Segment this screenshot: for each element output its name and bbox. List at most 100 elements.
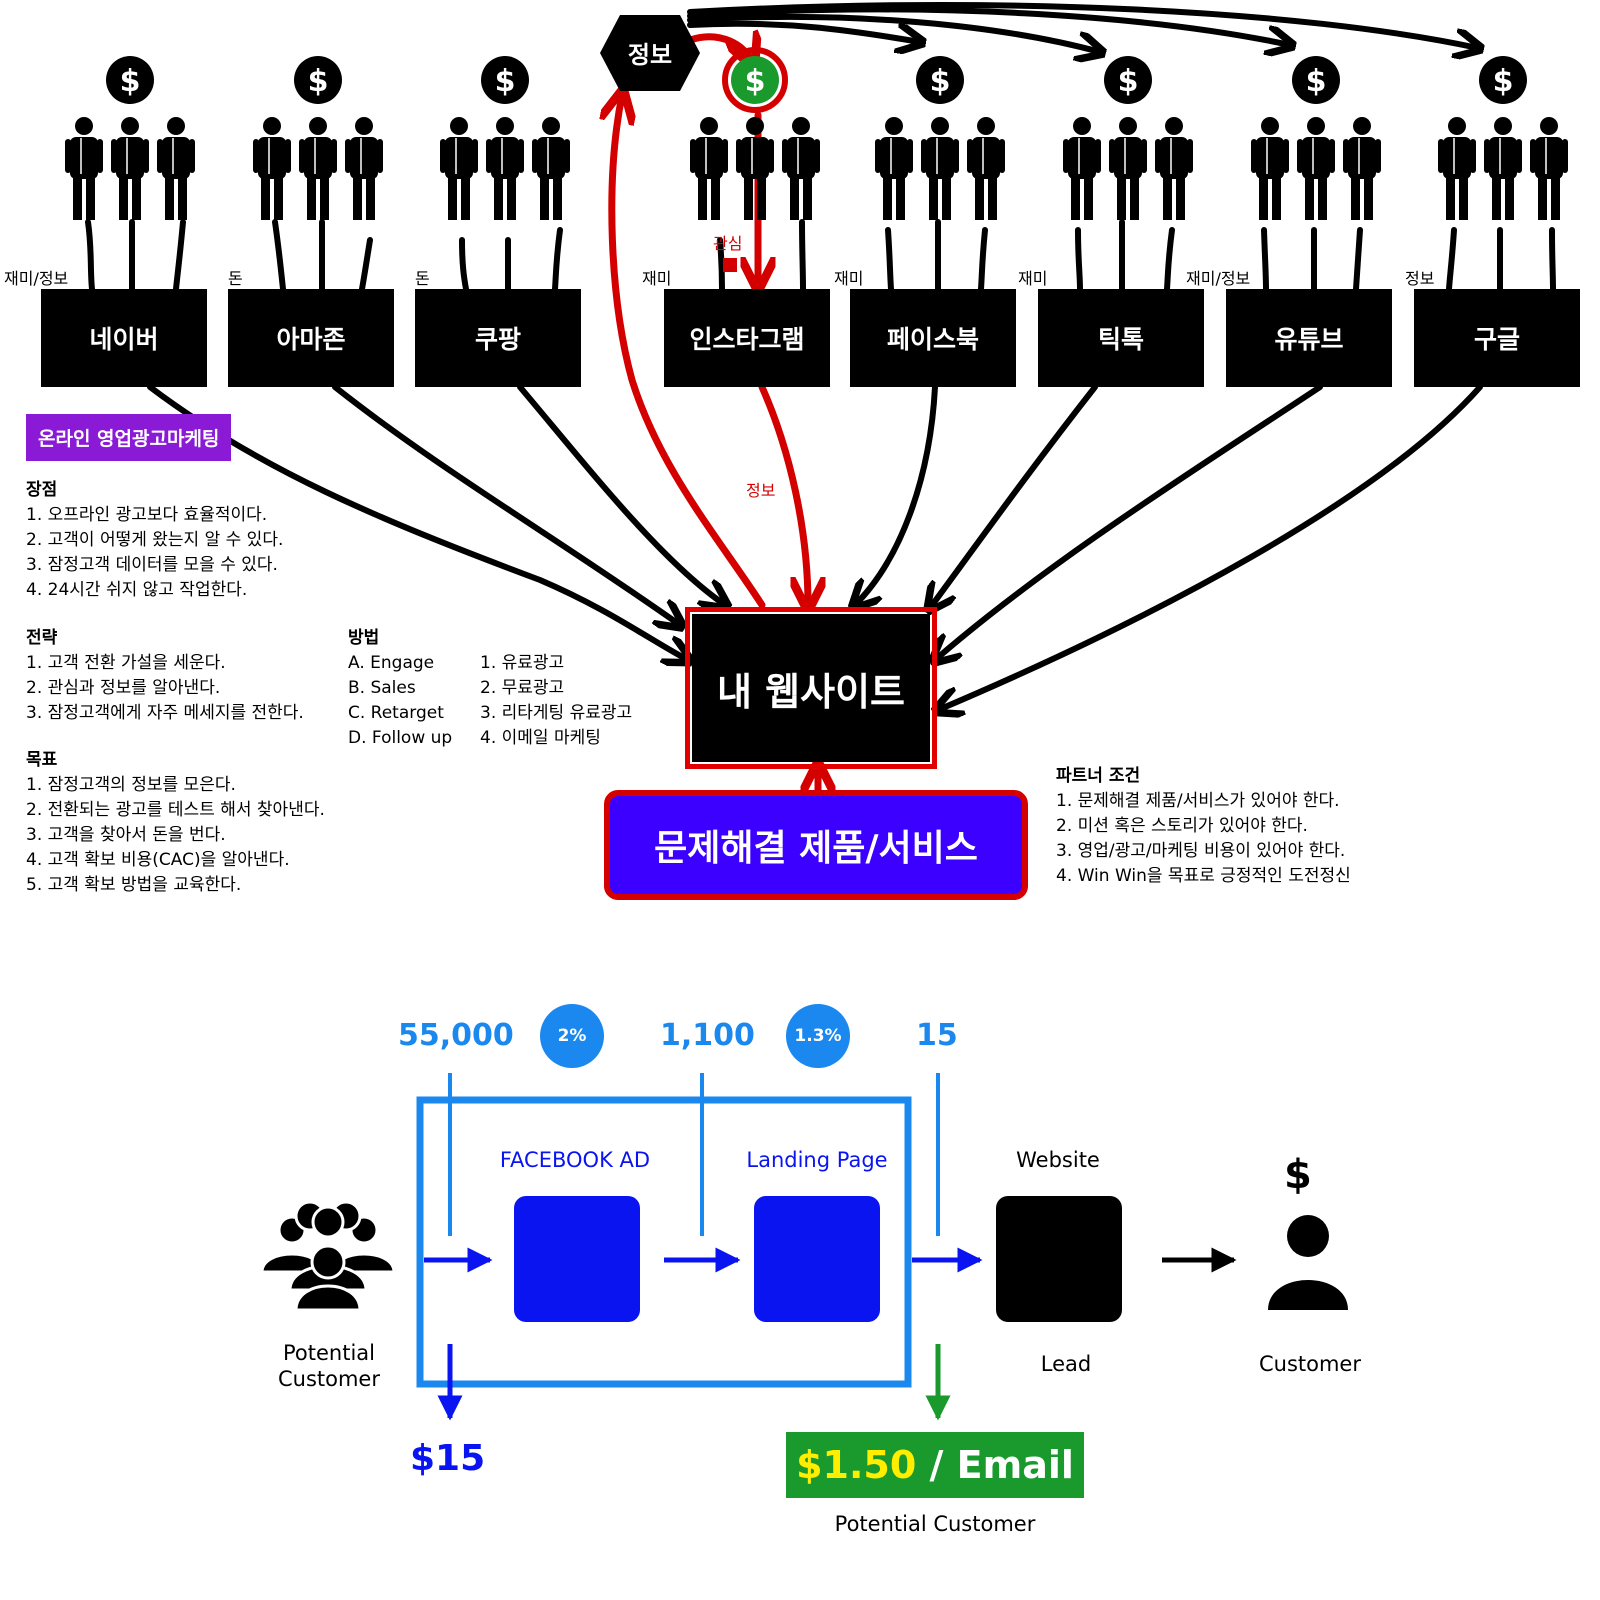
dollar-icon: $: [1292, 56, 1340, 104]
partner-item: 2. 미션 혹은 스토리가 있어야 한다.: [1056, 816, 1308, 836]
people-group-icon: [1250, 116, 1382, 221]
lead-label: Lead: [1040, 1352, 1092, 1376]
people-group-icon: [64, 116, 196, 221]
people-groups: [64, 116, 1569, 221]
dollar-symbol: $: [1493, 64, 1514, 99]
dollar-icon: $: [106, 56, 154, 104]
partner-item: 3. 영업/광고/마케팅 비용이 있어야 한다.: [1056, 841, 1346, 861]
pros-item: 4. 24시간 쉬지 않고 작업한다.: [26, 580, 248, 600]
connector-lines: [147, 384, 1483, 710]
goals-item: 1. 잠정고객의 정보를 모은다.: [26, 775, 236, 795]
platform-box: 네이버: [41, 289, 207, 387]
platform-box: 아마존: [228, 289, 394, 387]
method-step: C. Retarget: [348, 703, 444, 723]
mid-count: 1,100: [660, 1018, 755, 1053]
partner-section: 파트너 조건 1. 문제해결 제품/서비스가 있어야 한다. 2. 미션 혹은 …: [1056, 764, 1351, 889]
partner-item: 4. Win Win을 목표로 긍정적인 도전정신: [1056, 866, 1351, 886]
method-channel: 3. 리타게팅 유료광고: [480, 703, 633, 723]
dollar-symbol: $: [495, 64, 516, 99]
method-title: 방법: [348, 628, 380, 648]
landing-page-label: Landing Page: [746, 1148, 888, 1172]
dollar-icon: $: [916, 56, 964, 104]
goals-item: 4. 고객 확보 비용(CAC)을 알아낸다.: [26, 850, 290, 870]
platform-box: 페이스북: [850, 289, 1016, 387]
dollar-icon: $: [1284, 1152, 1312, 1198]
pros-title: 장점: [26, 480, 58, 500]
website-square: [996, 1196, 1122, 1322]
cost-per-email-box: $1.50 / Email: [786, 1432, 1084, 1498]
method-channels: 1. 유료광고 2. 무료광고 3. 리타게팅 유료광고 4. 이메일 마케팅: [480, 651, 632, 751]
email-subtitle: Potential Customer: [834, 1512, 1036, 1536]
website-label: Website: [1016, 1148, 1100, 1172]
dollar-symbol: $: [1306, 64, 1327, 99]
strategy-item: 2. 관심과 정보를 알아낸다.: [26, 678, 221, 698]
method-step: A. Engage: [348, 653, 435, 673]
method-section: 방법 A. Engage B. Sales C. Retarget D. Fol…: [348, 626, 452, 751]
strategy-title: 전략: [26, 628, 58, 648]
visitors-count: 55,000: [398, 1018, 514, 1053]
platform-category-label: 재미/정보: [1186, 269, 1251, 288]
method-channel: 4. 이메일 마케팅: [480, 728, 601, 748]
info-label: 정보: [746, 481, 776, 500]
platform-category-label: 재미: [642, 269, 672, 288]
pros-item: 1. 오프라인 광고보다 효율적이다.: [26, 505, 268, 525]
platform-box: 구글: [1414, 289, 1580, 387]
strategy-section: 전략 1. 고객 전환 가설을 세운다. 2. 관심과 정보를 알아낸다. 3.…: [26, 626, 304, 726]
method-channel: 2. 무료광고: [480, 678, 565, 698]
people-group-icon: [1062, 116, 1194, 221]
email-price: $1.50: [796, 1443, 917, 1487]
platform-box: 인스타그램: [664, 289, 830, 387]
cost-label: $15: [410, 1438, 486, 1479]
method-channel: 1. 유료광고: [480, 653, 565, 673]
platform-category-label: 재미/정보: [4, 269, 69, 288]
crowd-icon: [260, 1200, 396, 1312]
landing-page-square: [754, 1196, 880, 1322]
funnel-box: [416, 1096, 912, 1388]
people-group-icon: [439, 116, 571, 221]
dollar-symbol: $: [120, 64, 141, 99]
goals-item: 3. 고객을 찾아서 돈을 번다.: [26, 825, 226, 845]
dollar-symbol: $: [1118, 64, 1139, 99]
platform-category-label: 정보: [1405, 269, 1435, 288]
conversion-rate-1: 2%: [540, 1004, 604, 1068]
pros-item: 2. 고객이 어떻게 왔는지 알 수 있다.: [26, 530, 284, 550]
platform-category-label: 재미: [1018, 269, 1048, 288]
funnel-arrows: [424, 1247, 1237, 1421]
people-wires: [85, 219, 1556, 292]
people-group-icon: [874, 116, 1006, 221]
email-unit: / Email: [916, 1443, 1074, 1487]
dollar-icon: $: [294, 56, 342, 104]
dollar-symbol: $: [930, 64, 951, 99]
pros-item: 3. 잠정고객 데이터를 모을 수 있다.: [26, 555, 278, 575]
goals-item: 2. 전환되는 광고를 테스트 해서 찾아낸다.: [26, 800, 325, 820]
platform-category-label: 돈: [228, 269, 243, 288]
platform-box: 유튜브: [1226, 289, 1392, 387]
funnel-lines: [448, 1073, 940, 1236]
strategy-item: 3. 잠정고객에게 자주 메세지를 전한다.: [26, 703, 304, 723]
dollar-icon: $: [481, 56, 529, 104]
potential-customer-label: Potential Customer: [277, 1341, 380, 1391]
online-marketing-banner: 온라인 영업광고마케팅: [26, 414, 232, 461]
dollar-symbol: $: [308, 64, 329, 99]
dollar-icon: $: [1479, 56, 1527, 104]
pros-section: 장점 1. 오프라인 광고보다 효율적이다. 2. 고객이 어떻게 왔는지 알 …: [26, 478, 283, 603]
interest-label: 관심: [713, 234, 743, 253]
product-box: 문제해결 제품/서비스: [604, 790, 1028, 900]
dollar-icon: $: [1104, 56, 1152, 104]
dollar-icon: $: [722, 47, 788, 113]
strategy-item: 1. 고객 전환 가설을 세운다.: [26, 653, 226, 673]
method-step: D. Follow up: [348, 728, 453, 748]
platform-box: 쿠팡: [415, 289, 581, 387]
method-step: B. Sales: [348, 678, 416, 698]
platform-category-label: 재미: [834, 269, 864, 288]
partner-item: 1. 문제해결 제품/서비스가 있어야 한다.: [1056, 791, 1340, 811]
info-hexagon-label: 정보: [627, 41, 673, 69]
customer-label: Customer: [1258, 1352, 1361, 1376]
final-count: 15: [916, 1018, 958, 1053]
my-website-box: 내 웹사이트: [685, 607, 937, 769]
platform-category-label: 돈: [415, 269, 430, 288]
goals-section: 목표 1. 잠정고객의 정보를 모은다. 2. 전환되는 광고를 테스트 해서 …: [26, 748, 325, 898]
info-hexagon: [600, 15, 700, 91]
goals-title: 목표: [26, 750, 58, 770]
